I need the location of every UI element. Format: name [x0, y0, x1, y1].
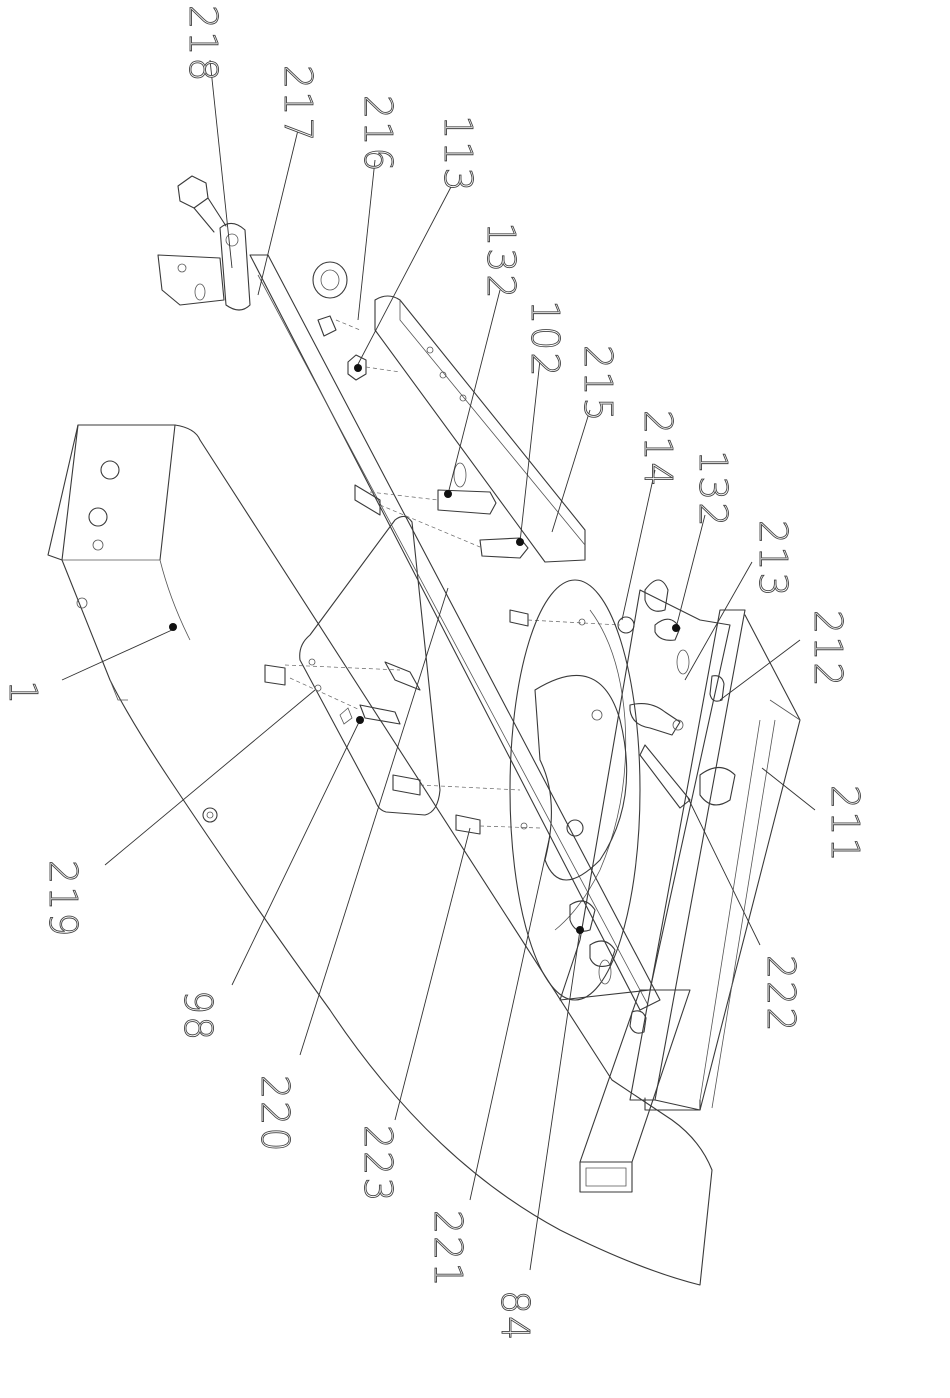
- callout-98: 98: [176, 990, 220, 1042]
- callout-223: 223: [356, 1125, 400, 1204]
- callout-212: 212: [806, 610, 850, 689]
- guide-rail-part-211: [630, 610, 800, 1110]
- mounting-plate-part-219: [300, 516, 440, 815]
- bolts-part-132-and-102: [265, 320, 620, 834]
- callout-84: 84: [493, 1290, 537, 1342]
- callout-216: 216: [356, 95, 400, 174]
- callout-214: 214: [636, 410, 680, 489]
- callout-132-lower: 132: [691, 450, 735, 529]
- callout-132-upper: 132: [479, 222, 523, 301]
- callout-219: 219: [41, 860, 85, 939]
- callout-113: 113: [436, 115, 480, 194]
- callout-218: 218: [181, 5, 225, 84]
- callout-102: 102: [523, 300, 567, 379]
- callout-215: 215: [576, 345, 620, 424]
- washer-part-216: [313, 262, 347, 336]
- reference-dots: [169, 364, 680, 934]
- callout-220: 220: [253, 1075, 297, 1154]
- slide-plate-part-213: [560, 590, 730, 1000]
- callout-211: 211: [823, 785, 867, 864]
- callout-labels: 218 217 216 113 132 102 215 214 132 213 …: [1, 5, 867, 1342]
- callout-213: 213: [751, 520, 795, 599]
- callout-222: 222: [759, 955, 803, 1034]
- callout-217: 217: [276, 65, 320, 144]
- rotary-disc-part-214: [510, 580, 640, 1000]
- wing-nuts: [570, 580, 735, 966]
- callout-1: 1: [1, 680, 45, 706]
- square-tube-part-223: [580, 990, 690, 1192]
- callout-221: 221: [426, 1210, 470, 1289]
- angle-bracket-part-218: [158, 176, 250, 310]
